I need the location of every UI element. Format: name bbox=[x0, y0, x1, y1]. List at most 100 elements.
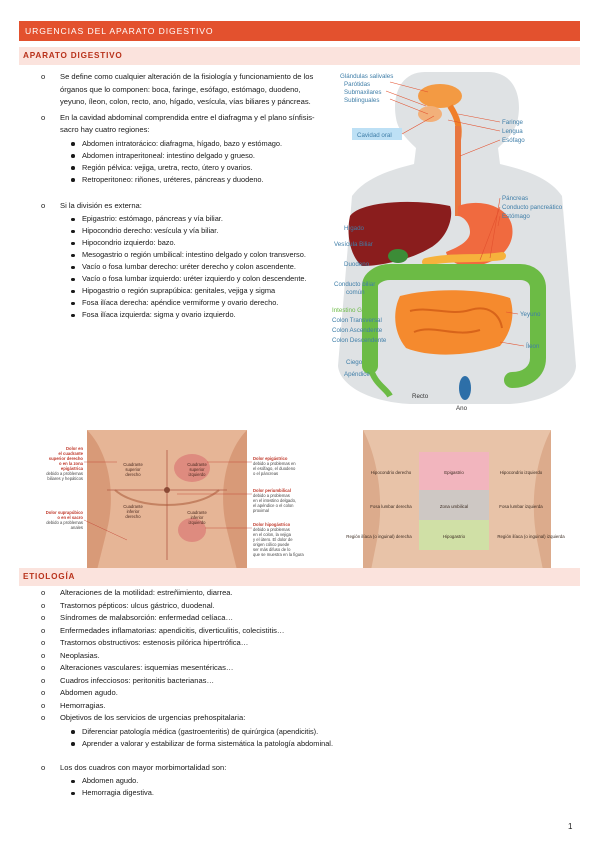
label-parotidas: Parótidas bbox=[344, 81, 370, 88]
quadrant-label: Cuadrante bbox=[187, 510, 207, 515]
label-lengua: Lengua bbox=[502, 128, 523, 135]
list-item-text: Neoplasias. bbox=[60, 651, 100, 660]
pain-label: Dolor suprapúbico bbox=[46, 510, 84, 515]
list-item-text: Alteraciones de la motilidad: estreñimie… bbox=[60, 588, 233, 597]
anatomy-list: Se define como cualquier alteración de l… bbox=[41, 71, 316, 324]
region-label: Zona umbilical bbox=[440, 504, 468, 509]
region-label: Región ilíaca (o inguinal) derecha bbox=[346, 534, 412, 539]
list-item: Neoplasias. bbox=[41, 650, 561, 663]
label-yeyuno: Yeyuno bbox=[520, 311, 541, 318]
pain-label: o el páncreas bbox=[253, 471, 278, 476]
list-item: Los dos cuadros con mayor morbimortalida… bbox=[41, 762, 561, 800]
list-item: Se define como cualquier alteración de l… bbox=[41, 71, 316, 109]
label-ileon: Íleon bbox=[526, 343, 540, 350]
pain-label: superior derecho bbox=[49, 456, 84, 461]
list-item-text: Trastornos pépticos: ulcus gástrico, duo… bbox=[60, 601, 215, 610]
list-item: Síndromes de malabsorción: enfermedad ce… bbox=[41, 612, 561, 625]
sub-list-item: Abdomen intratorácico: diafragma, hígado… bbox=[60, 138, 316, 150]
region-label: Hipocondrio izquierdo bbox=[500, 470, 543, 475]
list-item: Trastornos obstructivos: estenosis pilór… bbox=[41, 637, 561, 650]
quadrant-label: izquierdo bbox=[189, 472, 207, 477]
pain-label: anales bbox=[71, 525, 83, 530]
quadrant-label: derecho bbox=[125, 472, 141, 477]
label-comun: común bbox=[346, 289, 365, 296]
pain-label: el esófago, el duodeno bbox=[253, 466, 296, 471]
pain-label: origen cólico puede bbox=[253, 542, 290, 547]
list-item: Si la división es externa: Epigastrio: e… bbox=[41, 200, 316, 322]
pain-label: biliares y hepáticos bbox=[47, 476, 83, 481]
pain-label: en el colon, la vejiga bbox=[253, 532, 292, 537]
sub-list-item: Vacío o fosa lumbar derecho: uréter dere… bbox=[60, 261, 316, 273]
abdominal-regions-illustration: Hipocondrio derecho Epigastrio Hipocondr… bbox=[346, 430, 565, 570]
label-cavidad-oral: Cavidad oral bbox=[357, 132, 392, 139]
sub-list-item: Epigastrio: estómago, páncreas y vía bil… bbox=[60, 213, 316, 225]
label-ano: Ano bbox=[456, 405, 468, 412]
label-ciego: Ciego bbox=[346, 359, 363, 366]
label-intestino-grueso: Intestino Grueso bbox=[332, 307, 378, 314]
pain-label: debido a problemas en bbox=[253, 461, 296, 466]
sub-list-item: Hipocondrio izquierdo: bazo. bbox=[60, 237, 316, 249]
header-title: URGENCIAS DEL APARATO DIGESTIVO bbox=[25, 26, 214, 36]
list-item: Alteraciones vasculares: isquemias mesen… bbox=[41, 662, 561, 675]
sub-list-item: Vacío o fosa lumbar izquierdo: uréter iz… bbox=[60, 273, 316, 285]
pain-label: Dolor periumbilical bbox=[253, 488, 291, 493]
sub-list-item: Hipogastrio o región suprapúbica: genita… bbox=[60, 285, 316, 297]
list-item-text: Los dos cuadros con mayor morbimortalida… bbox=[60, 763, 226, 772]
quadrant-label: inferior bbox=[127, 509, 140, 514]
list-item-text: Hemorragias. bbox=[60, 701, 106, 710]
etiology-list: Alteraciones de la motilidad: estreñimie… bbox=[41, 587, 561, 799]
region-label: Fosa lumbar izquierda bbox=[499, 504, 543, 509]
section-heading-etiology: ETIOLOGÍA bbox=[19, 568, 580, 586]
sub-list-item: Hipocondrio derecho: vesícula y vía bili… bbox=[60, 225, 316, 237]
quadrant-label: inferior bbox=[191, 515, 204, 520]
list-item-text: Síndromes de malabsorción: enfermedad ce… bbox=[60, 613, 233, 622]
pain-label: ser más difuso de lo bbox=[253, 547, 291, 552]
sub-list: Abdomen intratorácico: diafragma, hígado… bbox=[60, 138, 316, 186]
quadrant-label: Cuadrante bbox=[123, 462, 143, 467]
region-label: Epigastrio bbox=[444, 470, 464, 475]
label-apendice: Apéndice bbox=[344, 371, 370, 378]
pain-label: que se muestra en la figura bbox=[253, 552, 304, 557]
quadrant-label: superior bbox=[189, 467, 205, 472]
sub-list: Abdomen agudo. Hemorragia digestiva. bbox=[60, 775, 561, 799]
section-title: ETIOLOGÍA bbox=[23, 572, 76, 581]
label-conducto-biliar: Conducto biliar bbox=[334, 281, 375, 288]
page-number: 1 bbox=[568, 822, 573, 831]
label-higado: Hígado bbox=[344, 225, 365, 232]
region-label: Fosa lumbar derecha bbox=[370, 504, 412, 509]
quadrant-label: superior bbox=[125, 467, 141, 472]
sub-list-item: Fosa ilíaca derecha: apéndice vermiforme… bbox=[60, 297, 316, 309]
section-title: APARATO DIGESTIVO bbox=[23, 51, 123, 60]
list-item: Enfermedades inflamatorias: apendicitis,… bbox=[41, 625, 561, 638]
region-label: Región ilíaca (o inguinal) izquierda bbox=[497, 534, 565, 539]
label-faringe: Faringe bbox=[502, 119, 524, 126]
sub-list-item: Fosa ilíaca izquierda: sigma y ovario iz… bbox=[60, 309, 316, 321]
pain-label: el cuadrante bbox=[58, 451, 83, 456]
label-conducto-pancreatico: Conducto pancreático bbox=[502, 204, 563, 211]
list-item-text: Objetivos de los servicios de urgencias … bbox=[60, 713, 245, 722]
sub-list-item: Región pélvica: vejiga, uretra, recto, ú… bbox=[60, 162, 316, 174]
pain-label: y el útero. El dolor de bbox=[253, 537, 293, 542]
list-item: Abdomen agudo. bbox=[41, 687, 561, 700]
list-item: En la cavidad abdominal comprendida entr… bbox=[41, 112, 316, 186]
pain-label: debido a problemas bbox=[46, 520, 83, 525]
sub-list-item: Diferenciar patología médica (gastroente… bbox=[60, 726, 561, 738]
digestive-system-illustration: Glándulas salivales Parótidas Submaxilar… bbox=[332, 72, 576, 412]
sub-list-item: Hemorragia digestiva. bbox=[60, 787, 561, 799]
label-colon-ascendente: Colon Ascendente bbox=[332, 327, 383, 334]
quadrant-label: izquierdo bbox=[189, 520, 207, 525]
pain-label: o en el sacro bbox=[57, 515, 83, 520]
sub-list: Epigastrio: estómago, páncreas y vía bil… bbox=[60, 213, 316, 321]
sub-list-item: Mesogastrio o región umbilical: intestin… bbox=[60, 249, 316, 261]
list-item-text: Enfermedades inflamatorias: apendicitis,… bbox=[60, 626, 285, 635]
label-pancreas: Páncreas bbox=[502, 195, 528, 202]
quadrant-label: derecho bbox=[125, 514, 141, 519]
pain-label: debido a problemas bbox=[253, 527, 290, 532]
quadrant-label: Cuadrante bbox=[123, 504, 143, 509]
label-duodeno: Duodeno bbox=[344, 261, 370, 268]
pain-label: o en la zona bbox=[59, 461, 84, 466]
list-item: Trastornos pépticos: ulcus gástrico, duo… bbox=[41, 600, 561, 613]
label-colon-transversal: Colon Transversal bbox=[332, 317, 382, 324]
sub-list-item: Retroperitoneo: riñones, uréteres, páncr… bbox=[60, 174, 316, 186]
label-glandulas: Glándulas salivales bbox=[340, 73, 393, 80]
